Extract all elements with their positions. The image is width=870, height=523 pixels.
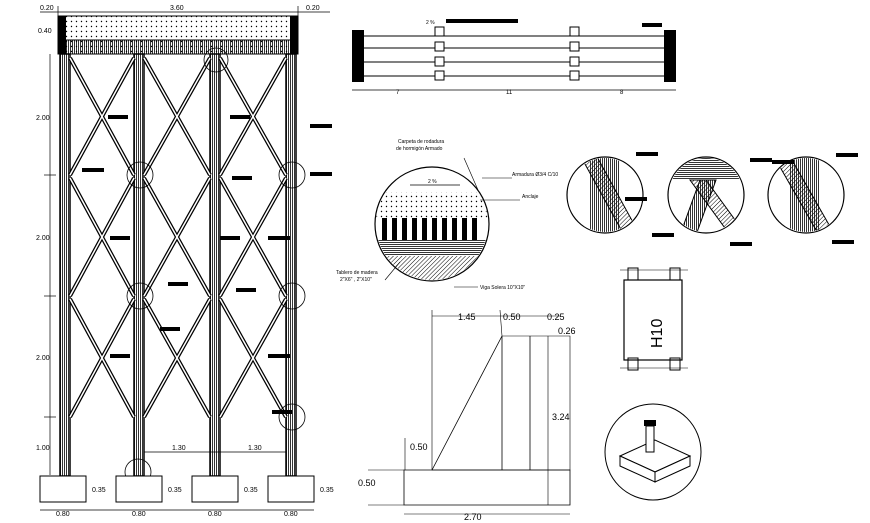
- wall-dim-050-top: 0.50: [503, 312, 521, 322]
- post-2: [133, 53, 145, 477]
- detail-beam: Viga Solera 10"X10": [480, 285, 525, 291]
- wall-dim-050-mid: 0.50: [410, 442, 428, 452]
- dim-footing-h-2: 0.35: [168, 487, 182, 494]
- detail-anchor: Anclaje: [522, 194, 539, 200]
- dim-deck: 0.40: [38, 28, 52, 35]
- deck-detail: Carpeta de rodadura de hormigón Armado 2…: [336, 139, 558, 291]
- wall-dim-145: 1.45: [458, 312, 476, 322]
- dim-level-3: 2.00: [36, 355, 50, 362]
- footing-isometric: [604, 403, 702, 501]
- dim-level-1: 2.00: [36, 115, 50, 122]
- footings: [39, 475, 315, 503]
- plan-dim-2: 11: [506, 90, 513, 96]
- wall-dim-270: 2.70: [464, 512, 482, 522]
- detail-slope: 2 %: [428, 179, 437, 185]
- detail-board-1: Tablero de madera: [336, 270, 378, 276]
- post-label: H10: [649, 319, 666, 348]
- wall-section: 1.45 0.50 0.25 0.26 3.24 0.50 0.50 2.70: [358, 309, 576, 522]
- dim-footing-w-1: 0.80: [56, 511, 70, 518]
- dim-footing-w-2: 0.80: [132, 511, 146, 518]
- plan-dim-3: 8: [620, 90, 624, 96]
- deck-plan: 2 % 7 11 8: [352, 19, 676, 96]
- post-1: [59, 53, 71, 477]
- callout-tags: [82, 115, 332, 414]
- dim-top-right: 0.20: [306, 5, 320, 12]
- dim-bay-2: 1.30: [248, 445, 262, 452]
- plan-slope: 2 %: [426, 20, 435, 26]
- wall-dim-050-base: 0.50: [358, 478, 376, 488]
- detail-title-1: Carpeta de rodadura: [398, 139, 444, 145]
- joint-details: [566, 152, 858, 246]
- dim-level-4: 1.00: [36, 445, 50, 452]
- dim-footing-h-4: 0.35: [320, 487, 334, 494]
- wall-dim-324: 3.24: [552, 412, 570, 422]
- dim-footing-w-4: 0.80: [284, 511, 298, 518]
- detail-board-2: 2"X6" , 2"X10": [340, 277, 372, 283]
- dim-footing-w-3: 0.80: [208, 511, 222, 518]
- tower-elevation: 0.20 3.60 0.20 0.40 2.00 2.00 2.00 1.00: [36, 5, 334, 518]
- dim-top-left: 0.20: [40, 5, 54, 12]
- dim-top-span: 3.60: [170, 5, 184, 12]
- wall-dim-026: 0.26: [558, 326, 576, 336]
- post-3: [209, 53, 221, 477]
- wall-dim-025: 0.25: [547, 312, 565, 322]
- dim-level-2: 2.00: [36, 235, 50, 242]
- dim-bay-1: 1.30: [172, 445, 186, 452]
- plan-dim-1: 7: [396, 90, 400, 96]
- post-section: H10: [620, 267, 688, 371]
- detail-rebar: Armadura Ø3/4 C/10: [512, 172, 558, 178]
- dim-footing-h-3: 0.35: [244, 487, 258, 494]
- detail-title-2: de hormigón Armado: [396, 146, 443, 152]
- dim-footing-h-1: 0.35: [92, 487, 106, 494]
